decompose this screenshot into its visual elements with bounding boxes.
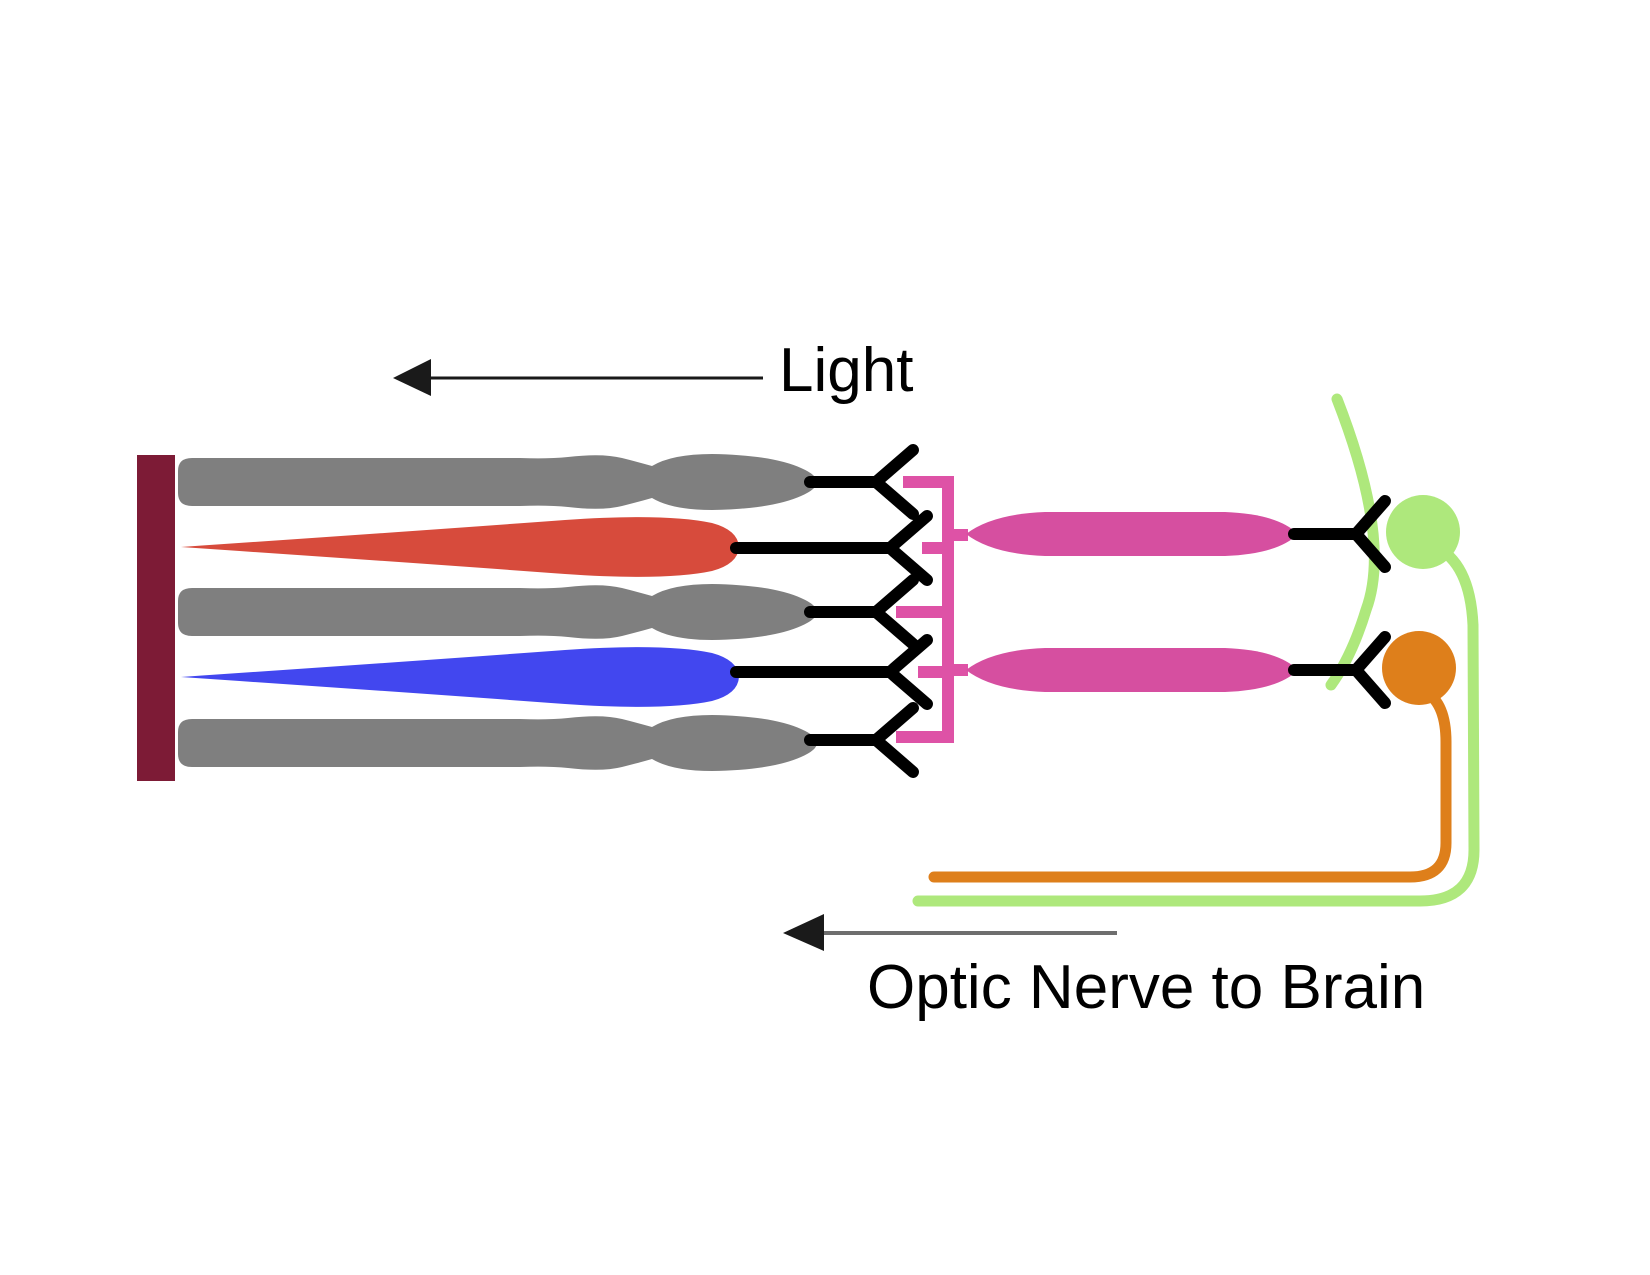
light-label: Light: [779, 336, 913, 405]
optic-nerve-arrow-head-icon: [783, 914, 824, 951]
green-ganglion-dendrite-arc: [1325, 393, 1380, 691]
green-ganglion-soma: [1386, 495, 1460, 569]
light-arrow-head-icon: [393, 359, 431, 396]
rod-cell-2: [178, 584, 817, 640]
green-ganglion-axon: [912, 540, 1480, 907]
rod-cell-1: [178, 454, 817, 510]
optic-nerve-label: Optic Nerve to Brain: [867, 953, 1425, 1022]
rod-cell-3: [178, 715, 817, 771]
bipolar-cell-1: [966, 512, 1298, 556]
horizontal-cell-network: [896, 476, 968, 743]
pigment-epithelium-bar: [137, 455, 175, 781]
orange-ganglion-axon: [928, 686, 1452, 883]
orange-ganglion-soma: [1382, 631, 1456, 705]
bipolar-cell-2: [966, 648, 1298, 692]
